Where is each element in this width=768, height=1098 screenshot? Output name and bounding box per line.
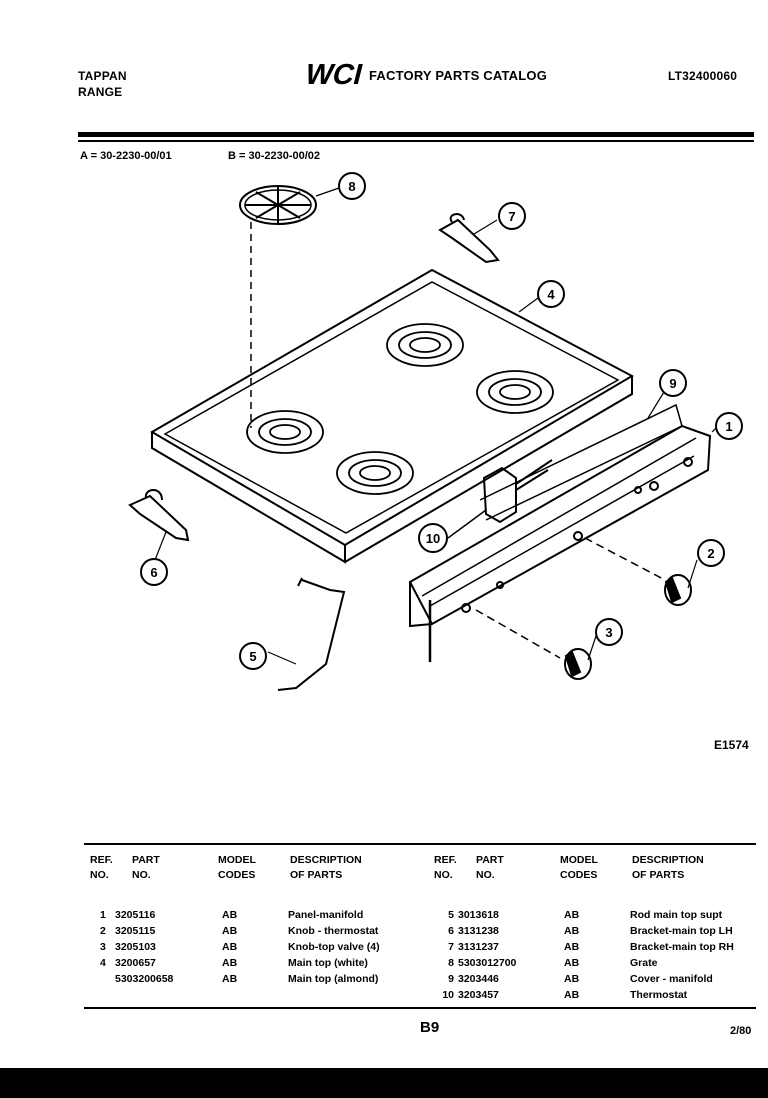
part-no: 3205103 [115,941,156,953]
grate-part [239,185,317,428]
part-description: Grate [630,957,658,969]
part-no: 3203446 [458,973,499,985]
knob-thermostat-part [664,574,692,606]
col-part-no-right: PART NO. [476,854,504,881]
col-description-left: DESCRIPTION OF PARTS [290,854,362,881]
header-rule [78,132,754,137]
page-number: B9 [420,1019,440,1036]
col-model-codes-right: MODEL CODES [560,854,598,881]
ref-no: 7 [448,941,454,953]
page-date: 2/80 [730,1025,752,1037]
ref-no: 1 [100,909,106,921]
ref-no: 5 [448,909,454,921]
callout-3: 3 [595,618,623,646]
col-ref-no-left: REF. NO. [90,854,113,881]
header-rule-thin [78,140,754,142]
ref-no: 3 [100,941,106,953]
main-top-part [150,268,635,564]
part-description: Knob-top valve (4) [288,941,380,953]
callout-9: 9 [659,369,687,397]
bracket-lh-part [128,489,190,542]
wci-logo: WCI [302,58,366,88]
svg-text:6: 6 [150,565,157,580]
col-description-right: DESCRIPTION OF PARTS [632,854,704,881]
model-codes: AB [564,941,580,953]
ref-no: 9 [448,973,454,985]
brand-name: TAPPAN [78,69,127,83]
model-codes: AB [222,925,238,937]
figure-code: E1574 [714,738,749,752]
part-no: 3013618 [458,909,499,921]
callout-1: 1 [715,412,743,440]
col-ref-no-right: REF. NO. [434,854,457,881]
callout-8: 8 [338,172,366,200]
part-no: 3205116 [115,909,156,921]
bracket-rh-part [438,213,500,264]
rod-support-part [277,577,346,691]
svg-text:2: 2 [707,546,714,561]
model-codes: AB [564,909,580,921]
part-no: 5303200658 [115,973,174,985]
part-description: Thermostat [630,989,688,1001]
model-codes: AB [222,909,238,921]
ref-no: 8 [448,957,454,969]
callout-6: 6 [140,558,168,586]
part-description: Rod main top supt [630,909,723,921]
table-rule-top [84,843,756,845]
model-codes: AB [222,941,238,953]
ref-no: 4 [100,957,106,969]
part-no: 3200657 [115,957,156,969]
svg-text:10: 10 [426,531,440,546]
svg-text:7: 7 [508,209,515,224]
part-description: Knob - thermostat [288,925,379,937]
scan-bottom-border [0,1068,768,1098]
svg-text:4: 4 [547,287,555,302]
part-no: 3205115 [115,925,156,937]
model-codes: AB [222,957,238,969]
catalog-title: FACTORY PARTS CATALOG [369,68,548,83]
col-part-no-left: PART NO. [132,854,160,881]
callout-4: 4 [537,280,565,308]
part-description: Main top (white) [288,957,368,969]
callout-2: 2 [697,539,725,567]
callout-10: 10 [418,523,448,553]
part-description: Main top (almond) [288,973,379,985]
model-codes: AB [564,957,580,969]
svg-text:1: 1 [725,419,732,434]
model-codes: AB [564,925,580,937]
svg-text:8: 8 [348,179,355,194]
part-no: 3203457 [458,989,499,1001]
part-description: Bracket-main top RH [630,941,734,953]
ref-no: 10 [442,989,454,1001]
model-b-label: B = 30-2230-00/02 [228,150,321,162]
ref-no: 6 [448,925,454,937]
svg-text:5: 5 [249,649,256,664]
part-description: Panel-manifold [288,909,364,921]
part-no: 5303012700 [458,957,517,969]
part-description: Cover - manifold [630,973,713,985]
model-codes: AB [222,973,238,985]
exploded-parts-diagram: 8 7 4 9 1 10 2 3 5 6 [128,172,743,691]
manifold-panel-part [408,403,712,662]
part-description: Bracket-main top LH [630,925,733,937]
catalog-number: LT32400060 [668,69,738,83]
model-codes: AB [564,973,580,985]
ref-no: 2 [100,925,106,937]
part-no: 3131237 [458,941,499,953]
thermostat-part [447,459,553,539]
col-model-codes-left: MODEL CODES [218,854,256,881]
svg-text:9: 9 [669,376,676,391]
knob-top-valve-part [564,648,592,680]
logo-text: WCI [302,58,366,88]
callout-7: 7 [498,202,526,230]
model-a-label: A = 30-2230-00/01 [80,150,172,162]
product-type: RANGE [78,85,123,99]
svg-text:3: 3 [605,625,612,640]
table-rule-bottom [84,1007,756,1009]
part-no: 3131238 [458,925,499,937]
callout-5: 5 [239,642,267,670]
model-codes: AB [564,989,580,1001]
